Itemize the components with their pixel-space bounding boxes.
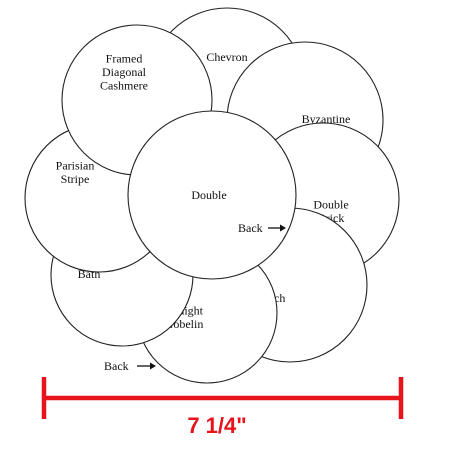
back-bottom-annotation-label: Back [104,359,129,373]
back-bottom-annotation: Back [104,359,156,373]
back-right-annotation-label: Back [238,221,263,235]
dimension-label: 7 1/4" [187,413,246,438]
circle-double-label-0: Double [191,188,226,202]
back-right-annotation: Back [238,221,286,235]
circle-double-shape [127,110,297,280]
back-bottom-annotation-arrow-icon [150,362,156,370]
circle-double-brick-label-0: Double [313,197,348,211]
back-right-annotation-arrow-icon [280,224,286,232]
circle-framed-diagonal-cashmere-label-2: Cashmere [100,79,148,93]
circle-parisian-stripe-label-0: Parisian [56,158,95,172]
circle-double: Double [127,110,297,280]
circle-byzantine-label-0: Byzantine [302,112,351,126]
circle-framed-diagonal-cashmere-label-0: Framed [106,52,143,66]
circle-framed-diagonal-cashmere-label-1: Diagonal [102,65,147,79]
dimension-indicator: 7 1/4" [41,377,404,438]
circle-parisian-stripe-label-1: Stripe [61,172,90,186]
circle-chevron-label-0: Chevron [206,50,247,64]
